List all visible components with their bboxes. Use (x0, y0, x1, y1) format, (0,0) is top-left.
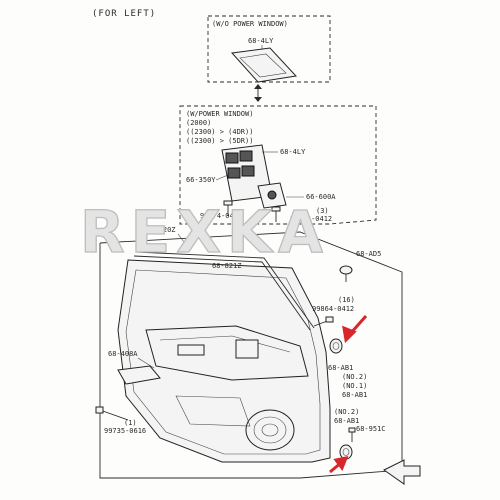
clip-ab1-no2b-label: 68-AB1 (334, 417, 359, 425)
window-switch (225, 152, 239, 164)
red-arrow-icon (329, 455, 349, 474)
switch-panel-cover (230, 47, 298, 83)
mirror-switch-label: 66-600A (306, 193, 336, 201)
door-handle (177, 344, 205, 356)
window-switch (239, 150, 253, 162)
wo-power-part-label: 68-4LY (248, 37, 274, 45)
clip-ab1-no2-label: 68-AB1 (328, 364, 353, 372)
clip-ab1-no1-label: 68-AB1 (342, 391, 367, 399)
screw-bottom-qty: (1) (124, 419, 137, 427)
speaker-core (261, 423, 279, 437)
window-switch (241, 165, 255, 177)
weatherstrip (133, 255, 311, 331)
clip-ab1-upper (329, 338, 343, 354)
armrest (145, 325, 309, 381)
connector-arrow-icon (254, 84, 262, 102)
clip-ab1-no2-tag: (NO.2) (342, 373, 367, 381)
door-pocket (175, 395, 251, 427)
w-power-line-4: ((2300) > (5DR)) (186, 137, 253, 145)
armrest-line (159, 335, 291, 353)
diagram-title: (FOR LEFT) (92, 9, 156, 19)
screw-mid-qty: (16) (338, 296, 355, 304)
panel-detail (239, 53, 287, 78)
weatherstrip-edge (135, 251, 315, 329)
screw-bottom (95, 406, 129, 421)
handle-bezel (235, 339, 259, 359)
screw-a-label: 99874-0412 (200, 212, 242, 220)
screw-a (223, 200, 233, 216)
armrest-label: 68-408A (108, 350, 138, 358)
trim-label: 68-420Z (146, 226, 176, 234)
watermark: REXKA (80, 198, 329, 266)
clip-top-label: 68-AD5 (356, 250, 381, 258)
weatherstrip-label: 68-821Z (212, 262, 242, 270)
clip-ab1-lower (339, 427, 356, 460)
leader (177, 233, 191, 251)
speaker-grille (245, 409, 295, 451)
screw-b-label: 99874-0412 (290, 215, 332, 223)
mirror-knob (267, 190, 277, 200)
screw-mid-label: 99864-0412 (312, 305, 354, 313)
w-power-line-1: (W/POWER WINDOW) (186, 110, 253, 118)
reflector (117, 365, 161, 385)
wo-power-box (207, 15, 331, 83)
w-power-line-2: (2000) (186, 119, 211, 127)
switch-label: 66-350Y (186, 176, 216, 184)
no2-tag: (NO.2) (334, 408, 359, 416)
screw-b (271, 206, 281, 222)
switch-panel-label: 68-4LY (280, 148, 306, 156)
wo-power-title: (W/O POWER WINDOW) (212, 20, 288, 28)
screw-b-qty: (3) (316, 207, 329, 215)
w-power-box (179, 105, 377, 225)
red-arrow-icon (342, 315, 368, 344)
window-switch (227, 167, 241, 179)
clip-951c-label: 68-951C (356, 425, 386, 433)
screw-mid (313, 316, 334, 327)
screw-bottom-label: 99735-0616 (104, 427, 146, 435)
w-power-line-3: ((2300) > (4DR)) (186, 128, 253, 136)
front-arrow-icon (383, 459, 421, 485)
leader (215, 174, 229, 181)
speaker-inner (253, 416, 287, 444)
leader (137, 357, 155, 369)
no1-tag: (NO.1) (342, 382, 367, 390)
clip-top (339, 265, 353, 282)
